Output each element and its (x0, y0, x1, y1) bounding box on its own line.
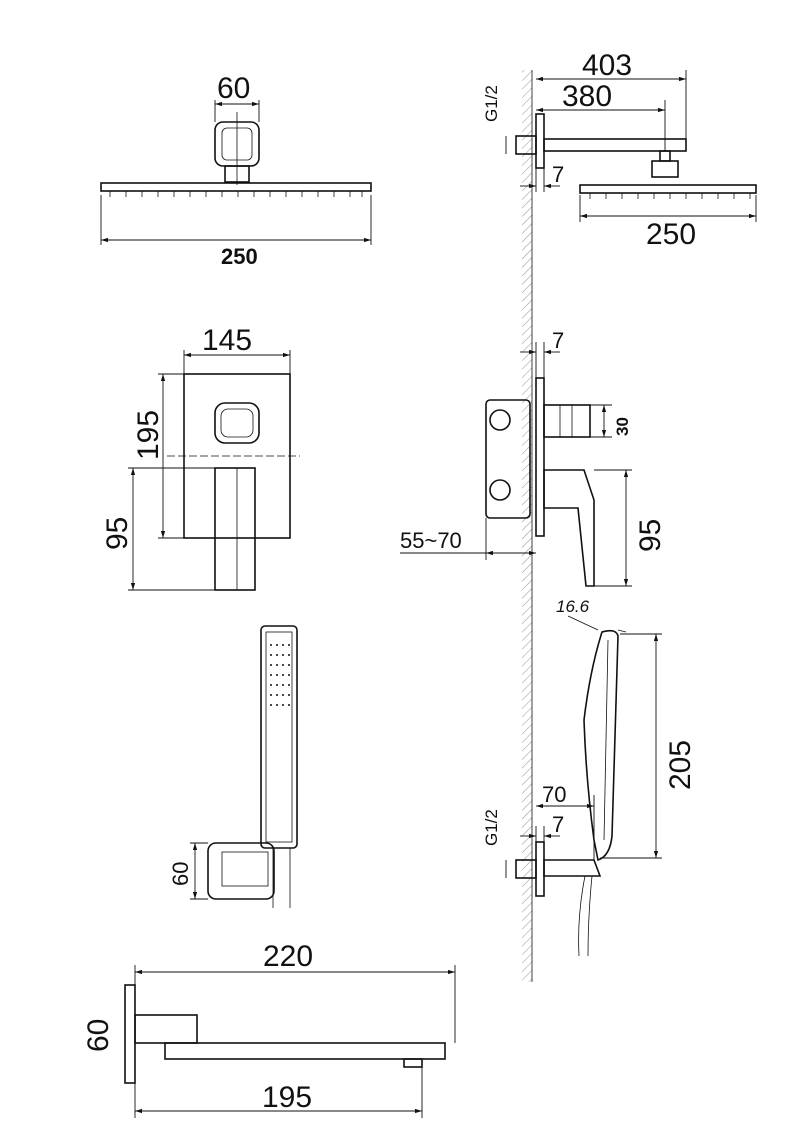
dim-mixer-depth: 55~70 (400, 528, 462, 553)
nozzle-row (109, 191, 363, 197)
thread-hand: G1/2 (482, 809, 501, 846)
dim-spout-total: 220 (263, 940, 313, 973)
wall-section (522, 70, 533, 982)
side-head-shower: 403 380 G1/2 7 250 (482, 49, 757, 251)
dim-spout-length: 195 (262, 1081, 312, 1114)
front-hand-shower: 60 (168, 625, 298, 908)
dim-plate-height: 195 (132, 410, 165, 460)
dim-spout-height: 60 (82, 1019, 115, 1052)
dim-mixer-lever: 95 (634, 519, 667, 552)
side-hand-shower: 16.6 205 70 7 G1/2 (482, 597, 697, 957)
dim-arm-total: 403 (582, 49, 632, 82)
dim-head-side-width: 250 (646, 218, 696, 251)
side-mixer: 7 30 55~70 95 (400, 328, 667, 587)
thread-head: G1/2 (482, 85, 501, 122)
dim-head-flange: 7 (552, 162, 564, 187)
dim-arm: 380 (562, 80, 612, 113)
dim-mixer-flange: 7 (552, 328, 564, 353)
dim-holder-height: 60 (168, 862, 193, 886)
front-mixer-plate: 145 195 95 (101, 324, 300, 591)
dim-handle: 30 (613, 417, 632, 436)
dim-hand-projection: 70 (542, 782, 566, 807)
dim-hand-length: 205 (664, 740, 697, 790)
dim-head-width: 250 (221, 244, 258, 269)
dim-hand-thickness: 16.6 (556, 597, 590, 616)
front-head-shower: 60 250 (100, 72, 372, 269)
dim-head-width-top: 60 (217, 72, 250, 105)
front-spout: 220 195 60 (82, 940, 456, 1118)
dim-lever-height: 95 (101, 517, 134, 550)
dim-hand-flange: 7 (552, 812, 564, 837)
dim-plate-width: 145 (202, 324, 252, 357)
